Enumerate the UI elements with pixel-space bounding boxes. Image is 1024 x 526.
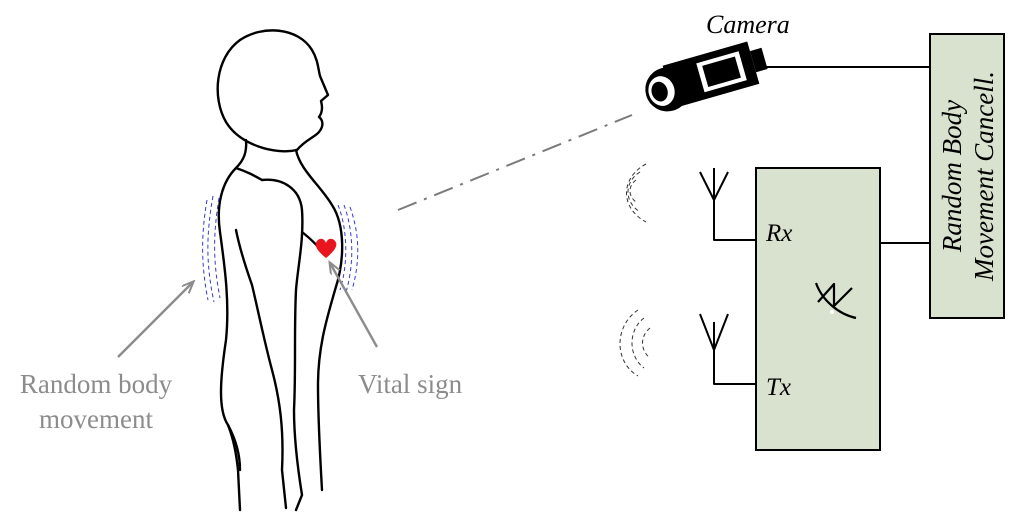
human-silhouette-icon (216, 29, 344, 512)
camera-icon (645, 41, 768, 112)
camera-label: Camera (706, 10, 790, 39)
motion-lines-back (202, 195, 221, 303)
motion-lines-chest (337, 204, 359, 293)
cancellation-label-line2: Movement Cancell. (969, 71, 999, 282)
random-body-label-line2: movement (39, 404, 153, 434)
cancellation-box (929, 33, 1005, 319)
vital-sign-label: Vital sign (358, 369, 463, 399)
tx-label: Tx (766, 374, 791, 401)
rx-wave-icon (626, 163, 647, 223)
radar-symbol-icon (814, 282, 857, 320)
radar-symbol-dot (830, 310, 834, 314)
tx-wave-icon (619, 309, 651, 377)
radar-box (755, 167, 881, 451)
random-body-movement-arrow (117, 282, 193, 358)
rx-antenna-icon (699, 168, 756, 241)
random-body-label-line1: Random body (20, 369, 173, 399)
tx-antenna-icon (699, 313, 756, 385)
rx-label: Rx (765, 220, 792, 247)
cancellation-label-line1: Random Body (937, 100, 967, 253)
heart-icon (315, 238, 337, 258)
vital-sign-arrow (330, 263, 379, 348)
camera-line-of-sight (397, 114, 633, 211)
